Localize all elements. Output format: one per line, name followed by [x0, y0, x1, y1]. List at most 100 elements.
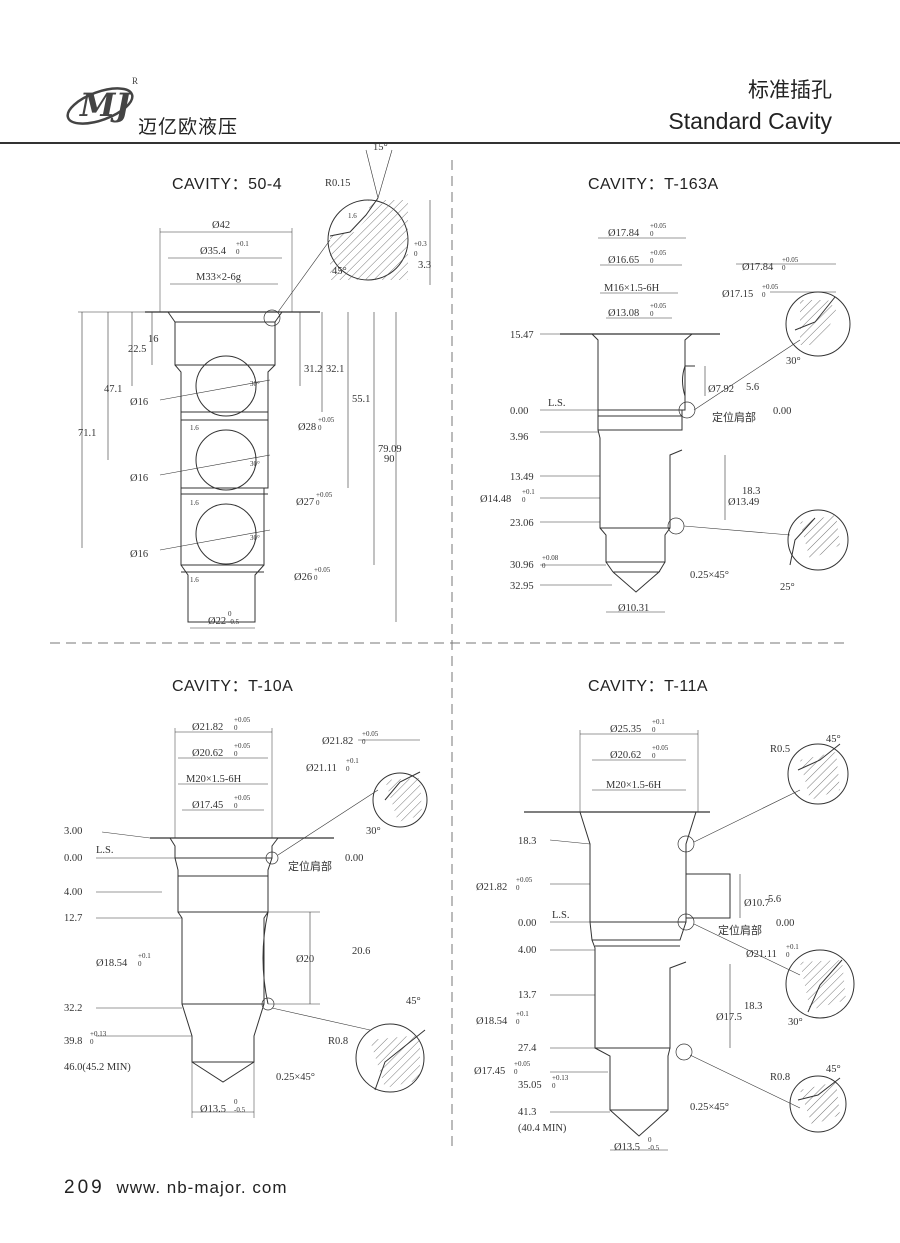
label-d27-tol2: 0	[316, 499, 320, 507]
label-13-7: 13.7	[518, 990, 536, 1001]
label-d18-54: Ø18.54	[476, 1016, 508, 1027]
label-0-00: 0.00	[64, 853, 82, 864]
label-ls: L.S.	[548, 398, 566, 409]
label-30deg-b: 30°	[250, 460, 260, 468]
label-32-2: 32.2	[64, 1003, 82, 1014]
label-d16-65: Ø16.65	[608, 255, 639, 266]
label-d13-08: Ø13.08	[608, 308, 639, 319]
label-30deg: 30°	[786, 356, 801, 367]
label-d35-4-tol: +0.1	[236, 240, 249, 248]
label-27-4: 27.4	[518, 1043, 537, 1054]
label-d20-62-tol2: 0	[652, 752, 656, 760]
label-d28-tol2: 0	[318, 424, 322, 432]
label-r015: R0.15	[325, 178, 350, 189]
cavity-title-t11a: CAVITY：T-11A	[588, 678, 709, 695]
label-30-96-tol: +0.08	[542, 554, 559, 562]
label-d17-5: Ø17.5	[716, 1012, 742, 1023]
label-23-06: 23.06	[510, 518, 534, 529]
label-roughness-d: 1.6	[190, 576, 199, 584]
label-d35-4-tol2: 0	[236, 248, 240, 256]
label-d21-82: Ø21.82	[476, 882, 507, 893]
label-d28-tol: +0.05	[318, 416, 335, 424]
label-3-3-tol: +0.3	[414, 240, 427, 248]
label-d20-62: Ø20.62	[610, 750, 641, 761]
label-d17-84-tol2: 0	[650, 230, 654, 238]
label-d25-35: Ø25.35	[610, 724, 641, 735]
header-divider	[0, 142, 900, 144]
label-46-0: 46.0(45.2 MIN)	[64, 1062, 131, 1073]
label-79-09: 79.09	[378, 444, 402, 455]
label-30deg: 30°	[366, 826, 381, 837]
label-chamfer: 0.25×45°	[690, 570, 729, 581]
label-d17-45-tol2: 0	[234, 802, 238, 810]
label-d10-31: Ø10.31	[618, 603, 649, 614]
label-d17-45-tol: +0.05	[234, 794, 251, 802]
label-13-49: 13.49	[510, 472, 534, 483]
label-45deg-a: 45°	[826, 734, 841, 745]
label-d13-5: Ø13.5	[614, 1142, 640, 1153]
label-detail-d17-15-tol2: 0	[762, 291, 766, 299]
label-18-3: 18.3	[742, 486, 760, 497]
label-d26-tol2: 0	[314, 574, 318, 582]
label-30-96-tol2: 0	[542, 562, 546, 570]
label-detail-d17-15-tol: +0.05	[762, 283, 779, 291]
label-d22-tol2: -0.5	[228, 618, 240, 626]
label-d17-84: Ø17.84	[608, 228, 640, 239]
label-0-00-right: 0.00	[773, 406, 791, 417]
label-d16-c: Ø16	[130, 549, 148, 560]
label-d16-b: Ø16	[130, 473, 148, 484]
label-d21-82-tol2: 0	[234, 724, 238, 732]
label-d16-65-tol2: 0	[650, 257, 654, 265]
label-d10-7: Ø10.7	[744, 898, 770, 909]
label-18-3-right: 18.3	[744, 1001, 762, 1012]
label-40-4-min: (40.4 MIN)	[518, 1123, 567, 1134]
label-45deg-b: 45°	[826, 1064, 841, 1075]
label-45deg: 45°	[332, 266, 347, 277]
label-detail-d21-11: Ø21.11	[746, 949, 777, 960]
label-d13-5-tol: 0	[234, 1098, 238, 1106]
cavity-t163a-drawing	[540, 237, 851, 613]
label-detail-d21-11-tol2: 0	[346, 765, 350, 773]
label-m20: M20×1.5-6H	[186, 774, 242, 785]
label-20-6: 20.6	[352, 946, 370, 957]
label-15-47: 15.47	[510, 330, 534, 341]
label-5-6: 5.6	[768, 894, 781, 905]
label-detail-d21-11: Ø21.11	[306, 763, 337, 774]
label-d14-48-tol: +0.1	[522, 488, 535, 496]
label-d16-a: Ø16	[130, 397, 148, 408]
label-chamfer: 0.25×45°	[690, 1102, 729, 1113]
label-32-1: 32.1	[326, 364, 344, 375]
label-d18-54: Ø18.54	[96, 958, 128, 969]
label-d20-62-tol: +0.05	[652, 744, 669, 752]
label-m33: M33×2-6g	[196, 272, 242, 283]
label-3-3-tol2: 0	[414, 250, 418, 258]
label-chamfer: 0.25×45°	[276, 1072, 315, 1083]
label-d20-62-tol: +0.05	[234, 742, 251, 750]
label-d14-48: Ø14.48	[480, 494, 511, 505]
logo-registered-mark: R	[132, 76, 138, 86]
label-d13-08-tol: +0.05	[650, 302, 667, 310]
label-d7-92: Ø7.92	[708, 384, 734, 395]
label-15deg: 15°	[373, 142, 388, 153]
label-r0-5: R0.5	[770, 744, 790, 755]
label-d18-54-tol: +0.1	[516, 1010, 529, 1018]
label-detail-d21-11-tol: +0.1	[346, 757, 359, 765]
label-d17-45: Ø17.45	[192, 800, 223, 811]
label-d13-5-tol2: -0.5	[234, 1106, 246, 1114]
label-roughness-b: 1.6	[190, 424, 199, 432]
label-0-00-right: 0.00	[776, 918, 794, 929]
footer: 209 www. nb-major. com	[64, 1177, 287, 1199]
label-d21-82: Ø21.82	[192, 722, 223, 733]
label-30deg: 30°	[788, 1017, 803, 1028]
label-30deg-c: 30°	[250, 534, 260, 542]
label-detail-d17-84-tol: +0.05	[782, 256, 799, 264]
label-d27-tol: +0.05	[316, 491, 333, 499]
label-39-8: 39.8	[64, 1036, 82, 1047]
label-d21-82-tol: +0.05	[516, 876, 533, 884]
label-4-00: 4.00	[64, 887, 82, 898]
page-title-en: Standard Cavity	[668, 108, 832, 134]
label-25deg: 25°	[780, 582, 795, 593]
label-detail-d17-84: Ø17.84	[742, 262, 774, 273]
label-d20: Ø20	[296, 954, 314, 965]
